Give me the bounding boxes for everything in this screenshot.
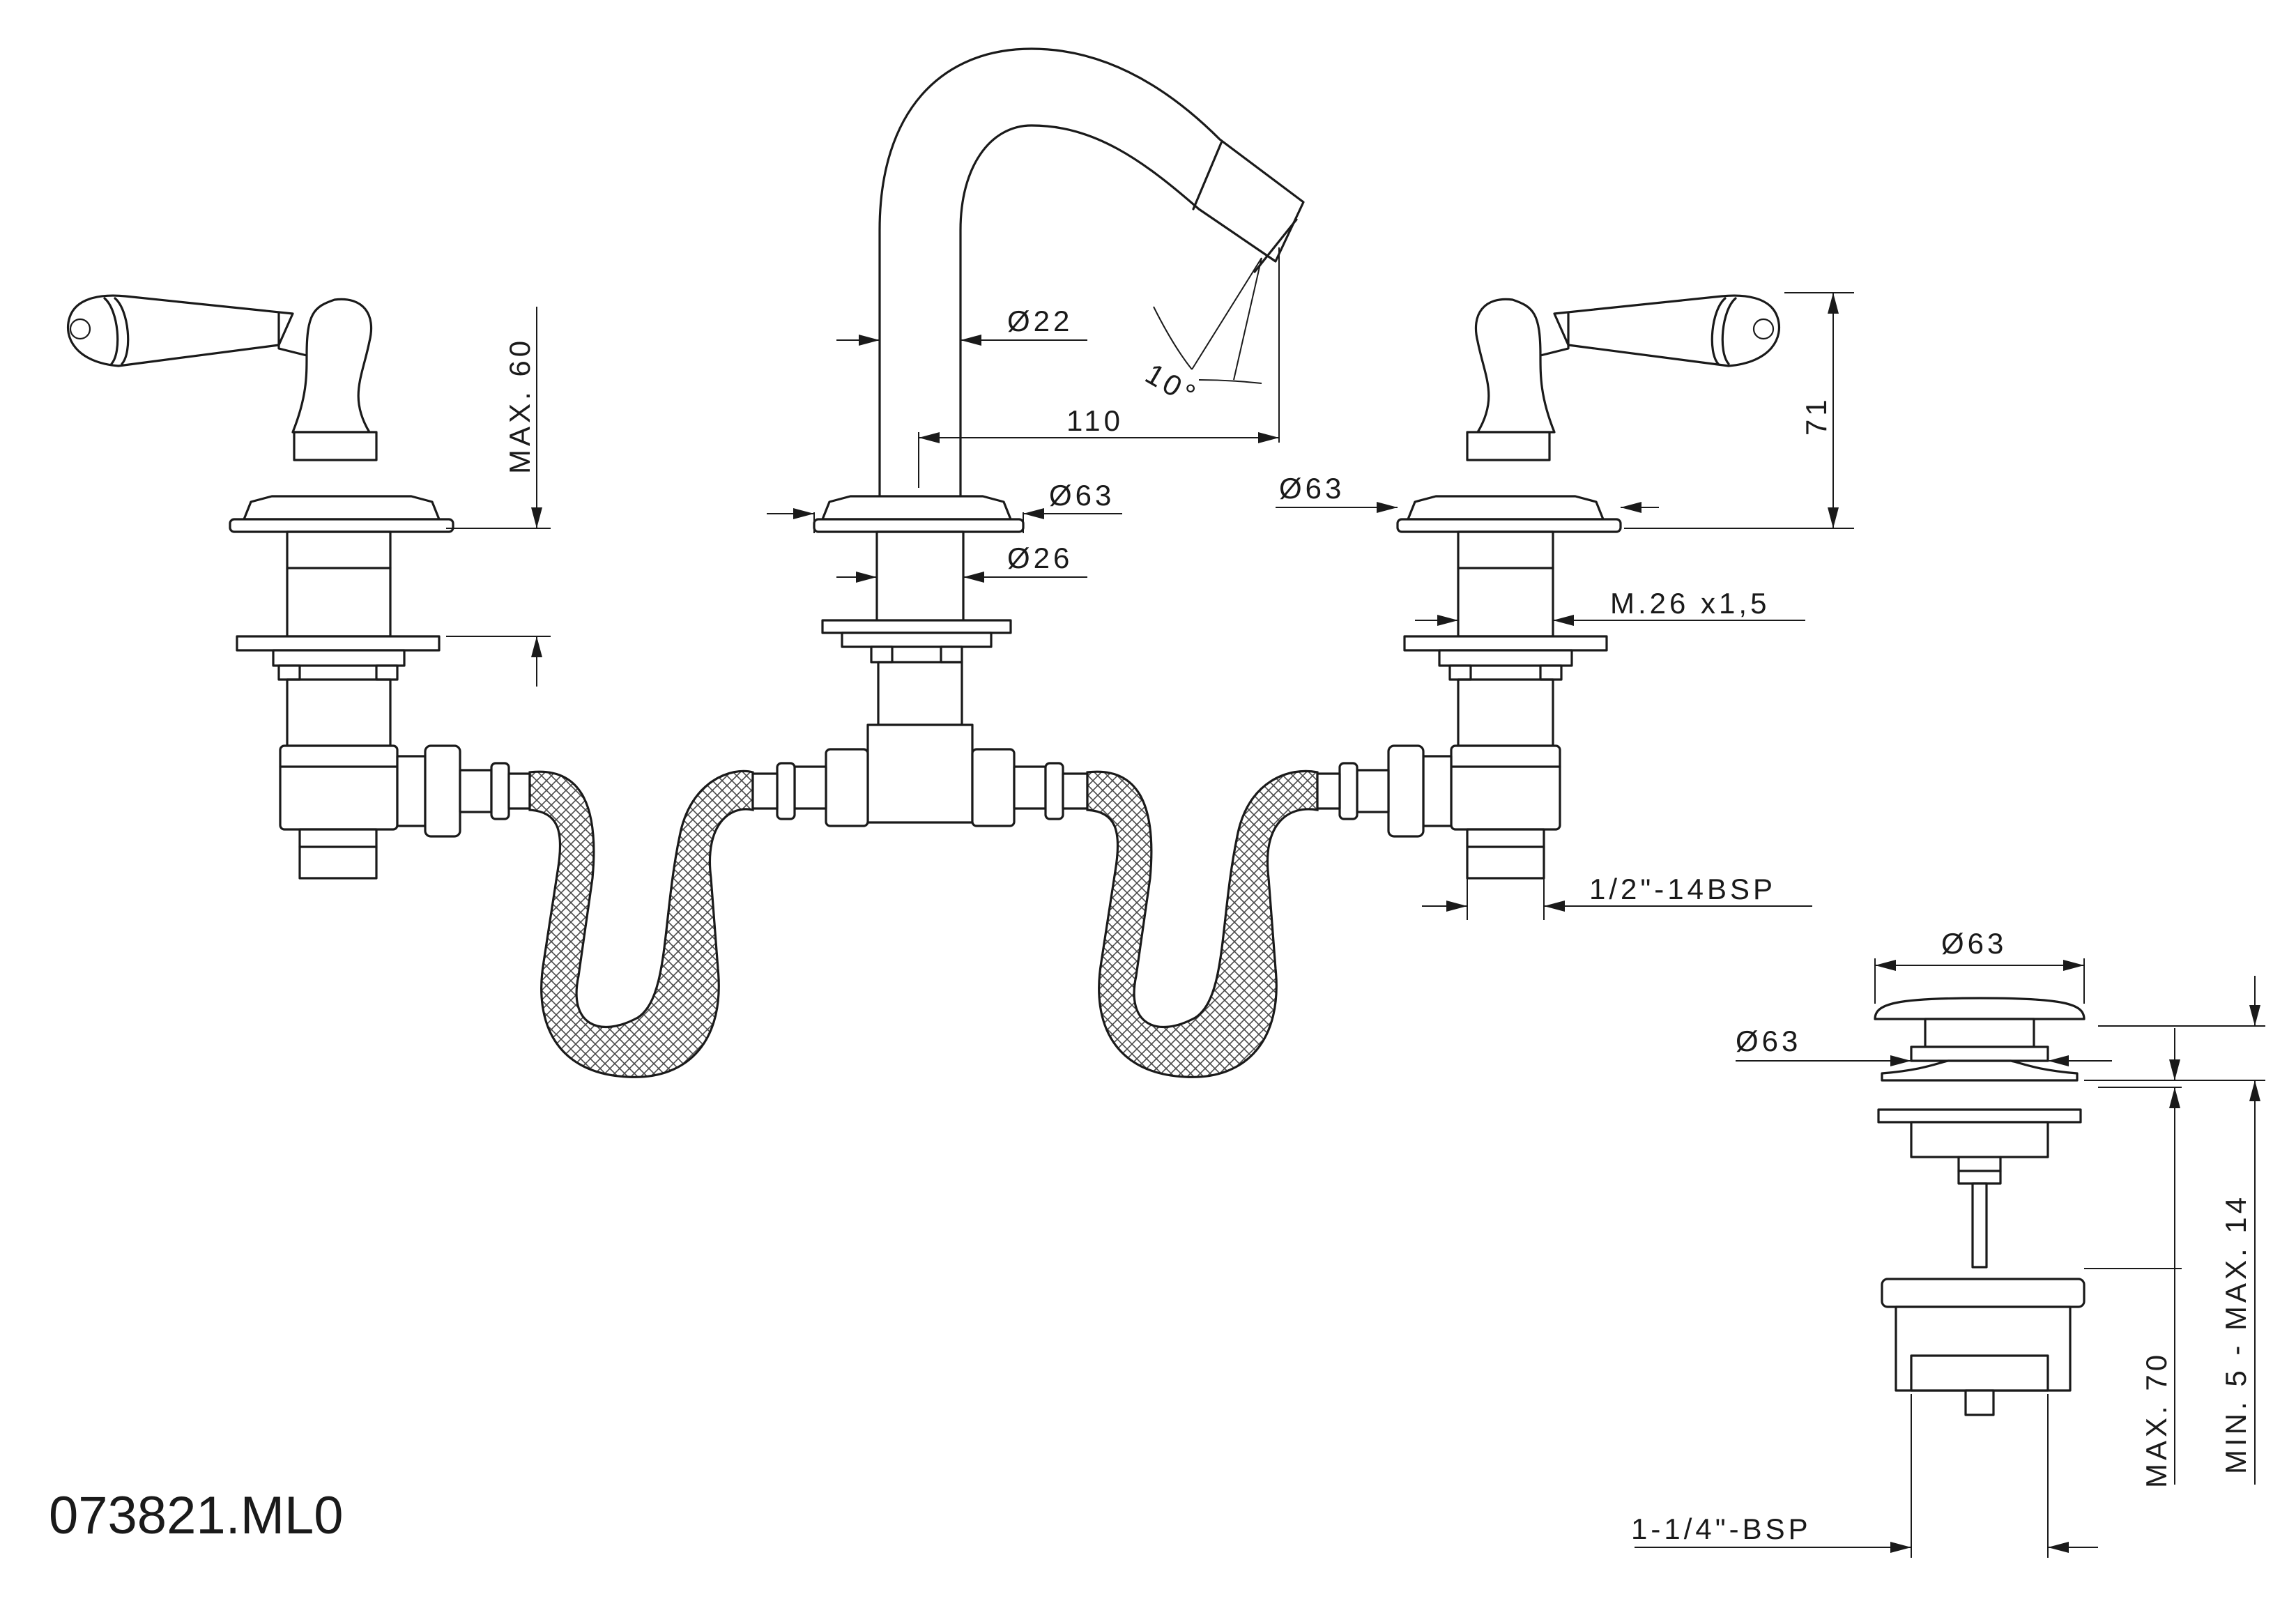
spout-reach-110-label: 110 [1066,404,1124,437]
waste-cap-dia-label: Ø63 [1941,927,2007,960]
spout-base-dia-label: Ø63 [1049,479,1115,512]
pop-up-waste [1874,997,2085,1416]
center-spout [776,47,1305,827]
shank-dia-26-label: Ø26 [1007,542,1073,574]
spout-dia-22-label: Ø22 [1007,305,1073,337]
waste-basin-thickness-label: MIN. 5 - MAX. 14 [2219,1194,2252,1474]
right-base-dia-label: Ø63 [1279,472,1345,505]
left-max-60-label: MAX. 60 [503,337,536,474]
waste-max-70-label: MAX. 70 [2140,1351,2173,1488]
product-code: 073821.ML0 [49,1486,344,1545]
waste-thread-label: 1-1/4"-BSP [1631,1512,1812,1545]
left-hose [507,769,779,1078]
thread-m26-label: M.26 x1,5 [1610,587,1770,620]
right-height-71-label: 71 [1800,396,1832,436]
dimension-lines [446,247,2265,1558]
left-valve [66,294,510,880]
right-valve [1338,294,1781,880]
right-hose [1062,769,1341,1078]
inlet-thread-label: 1/2"-14BSP [1589,873,1776,905]
waste-flange-dia-label: Ø63 [1736,1025,1801,1057]
